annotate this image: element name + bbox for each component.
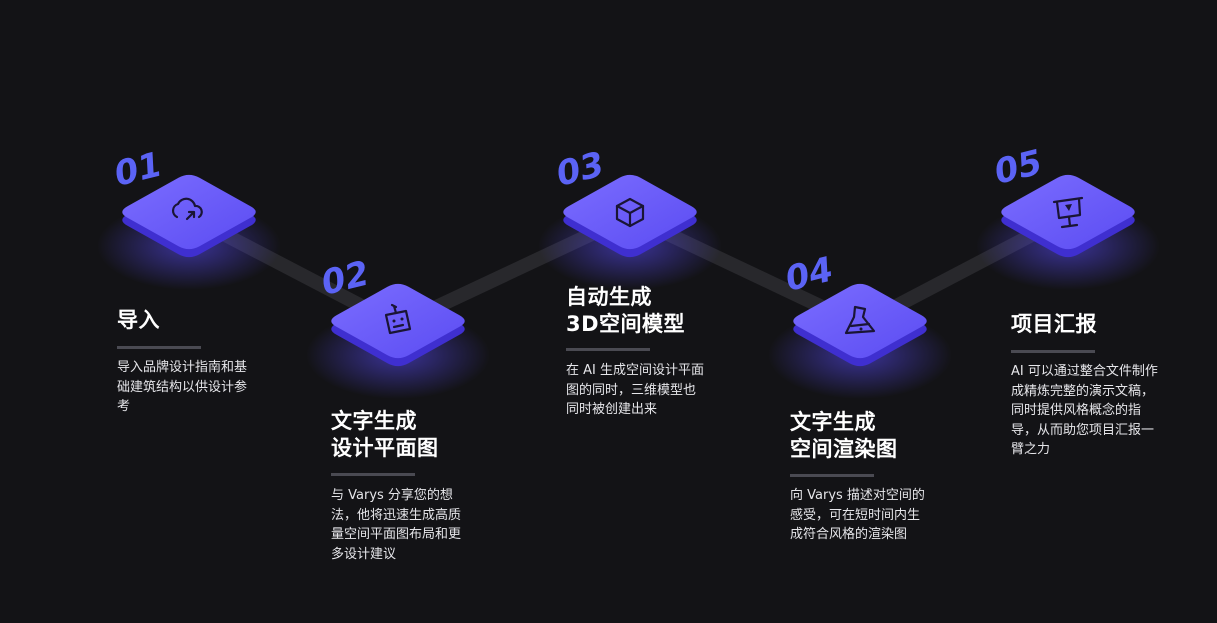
step-tile: 01 bbox=[97, 144, 281, 290]
step-title: 项目汇报 bbox=[1011, 312, 1097, 336]
step-number: 02 bbox=[318, 253, 374, 303]
step-number: 04 bbox=[782, 249, 838, 299]
tile-top bbox=[331, 283, 465, 359]
step-number: 05 bbox=[991, 142, 1047, 192]
step-tile: 05 bbox=[976, 142, 1160, 290]
step-divider bbox=[566, 348, 650, 351]
step-title: 导入 bbox=[117, 308, 160, 332]
step-title: 自动生成 3D空间模型 bbox=[566, 285, 686, 336]
step-number: 03 bbox=[553, 144, 609, 194]
step-divider bbox=[331, 473, 415, 476]
presentation-icon bbox=[1052, 196, 1084, 229]
step-description: 导入品牌设计指南和基础建筑结构以供设计参考 bbox=[117, 360, 248, 414]
step-title: 文字生成 设计平面图 bbox=[331, 409, 439, 460]
flask-icon bbox=[844, 305, 876, 335]
step-divider bbox=[1011, 350, 1095, 353]
cloud-upload-icon bbox=[171, 197, 203, 221]
step-description: 在 AI 生成空间设计平面图的同时，三维模型也同时被创建出来 bbox=[566, 363, 704, 417]
step-divider bbox=[117, 346, 201, 349]
robot-icon bbox=[384, 303, 412, 335]
step-description: AI 可以通过整合文件制作成精炼完整的演示文稿，同时提供风格概念的指导，从而助您… bbox=[1011, 364, 1158, 457]
step-tile: 04 bbox=[768, 249, 952, 399]
cube-icon bbox=[615, 197, 645, 228]
tile-top bbox=[1001, 174, 1135, 250]
step-tile: 02 bbox=[306, 253, 490, 399]
tile-top bbox=[793, 283, 927, 359]
step-tile: 03 bbox=[538, 144, 722, 290]
step-number: 01 bbox=[111, 144, 167, 194]
step-description: 与 Varys 分享您的想法，他将迅速生成高质量空间平面图布局和更多设计建议 bbox=[331, 488, 462, 562]
step-divider bbox=[790, 474, 874, 477]
step-description: 向 Varys 描述对空间的感受，可在短时间内生成符合风格的渲染图 bbox=[790, 488, 925, 542]
step-title: 文字生成 空间渲染图 bbox=[790, 410, 898, 461]
